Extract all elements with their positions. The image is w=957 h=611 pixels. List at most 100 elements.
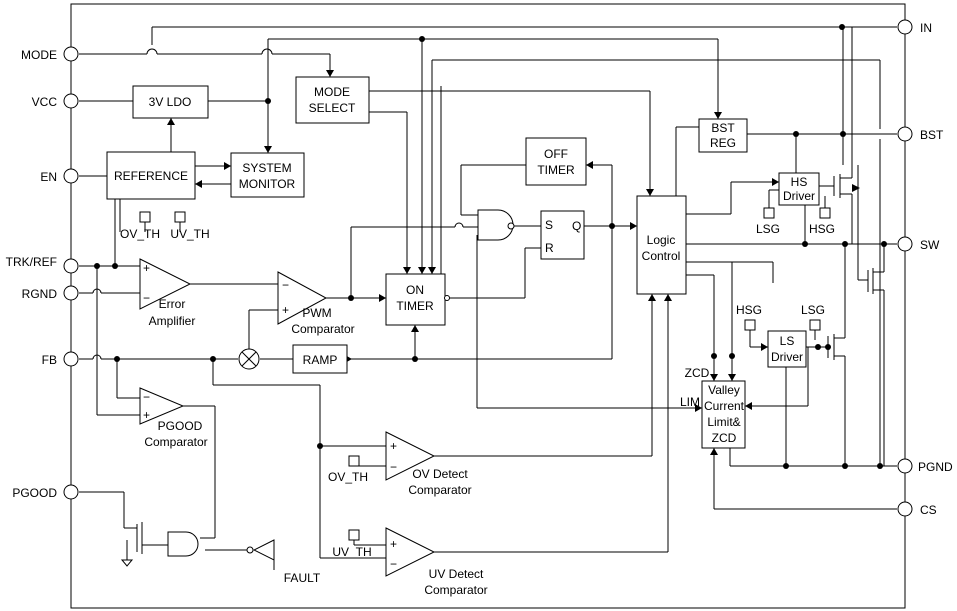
pin-en-label: EN [40, 170, 57, 184]
pin-rgnd-label: RGND [22, 287, 58, 301]
lim-label: LIM [680, 395, 700, 409]
ov-th-cmp-label: OV_TH [328, 470, 368, 484]
system-monitor-label-1: SYSTEM [242, 161, 291, 175]
bst-reg-block: BST REG [698, 118, 748, 153]
reference-block: REFERENCE [106, 151, 196, 200]
hsg-hs-label: HSG [809, 222, 835, 236]
uv-th-cmp-label: UV_TH [332, 545, 371, 559]
ov-label-1: OV Detect [412, 467, 468, 481]
error-amp-label-1: Error [159, 297, 186, 311]
pgood-comparator: − + PGOOD Comparator [139, 387, 208, 449]
latch-s-label: S [545, 218, 553, 232]
on-timer-label-1: ON [406, 283, 424, 297]
ground-symbol [120, 559, 134, 567]
threshold-refs: OV_TH UV_TH OV_TH UV_TH LSG HSG HSG LSG … [120, 207, 835, 559]
system-monitor-label-2: MONITOR [239, 177, 296, 191]
on-timer-label-2: TIMER [396, 299, 434, 313]
lsg-hs-label: LSG [756, 222, 780, 236]
chip-outline [70, 3, 906, 609]
valley-label-1: Valley [708, 383, 740, 397]
junction-dots [94, 24, 887, 469]
pwm-plus: + [282, 303, 289, 317]
pin-vcc-label: VCC [32, 95, 58, 109]
pin-cs [897, 501, 913, 517]
valley-label-4: ZCD [712, 431, 737, 445]
error-amp-plus: + [143, 261, 150, 275]
ldo-block: 3V LDO [132, 85, 209, 119]
ramp-label: RAMP [303, 353, 338, 367]
off-timer-label-1: OFF [544, 147, 568, 161]
and-gate [167, 531, 199, 557]
nand-gate [477, 209, 515, 241]
pgood-label-1: PGOOD [158, 419, 203, 433]
ov-minus: − [390, 460, 397, 474]
pwm-label-1: PWM [302, 306, 331, 320]
pin-mode [63, 46, 79, 62]
pin-bst [897, 126, 913, 142]
hsg-ls-label: HSG [736, 303, 762, 317]
fault-inverter: FAULT [246, 539, 321, 585]
ls-driver-label-1: LS [780, 334, 795, 348]
mode-select-block: MODE SELECT [295, 76, 370, 124]
pin-sw [897, 236, 913, 252]
pin-en [63, 168, 79, 184]
logic-control-label-1: Logic [647, 233, 676, 247]
wires [79, 26, 897, 560]
hs-driver-label-1: HS [791, 175, 808, 189]
uv-th-ref-label: UV_TH [170, 227, 209, 241]
pwm-label-2: Comparator [291, 322, 354, 336]
pin-cs-label: CS [920, 503, 937, 517]
pin-in [897, 19, 913, 35]
pin-sw-label: SW [920, 238, 940, 252]
lsg-ls-label: LSG [801, 303, 825, 317]
error-amplifier: + − Error Amplifier [139, 258, 196, 328]
ov-label-2: Comparator [408, 483, 471, 497]
hs-driver-label-2: Driver [783, 189, 815, 203]
pin-bst-label: BST [920, 128, 944, 142]
error-amp-minus: − [143, 291, 150, 305]
ov-th-ref-label: OV_TH [120, 227, 160, 241]
ramp-block: RAMP [292, 344, 348, 374]
pwm-minus: − [282, 278, 289, 292]
pwm-comparator: − + PWM Comparator [277, 271, 355, 336]
mode-select-label-1: MODE [314, 85, 350, 99]
pin-trk-ref-label: TRK/REF [6, 255, 57, 269]
logic-control-block: Logic Control [636, 195, 687, 295]
pin-fb-label: FB [42, 353, 57, 367]
off-timer-label-2: TIMER [537, 163, 575, 177]
pin-in-label: IN [920, 21, 932, 35]
uv-label-1: UV Detect [429, 567, 484, 581]
pin-trk-ref [63, 258, 79, 274]
valley-label-3: Limit& [707, 415, 740, 429]
pin-rgnd [63, 285, 79, 301]
summing-junction [238, 348, 260, 370]
mode-select-label-2: SELECT [309, 101, 356, 115]
uv-minus: − [390, 557, 397, 571]
reference-label: REFERENCE [114, 169, 188, 183]
ls-driver-block: LS Driver [767, 330, 807, 368]
sr-latch: S R Q [540, 210, 585, 260]
uv-comparator: + − UV Detect Comparator [385, 527, 488, 597]
bst-reg-label-2: REG [710, 136, 736, 150]
zcd-label: ZCD [685, 366, 710, 380]
pin-mode-label: MODE [21, 48, 57, 62]
ov-plus: + [390, 439, 397, 453]
latch-r-label: R [545, 241, 554, 255]
pin-fb [63, 351, 79, 367]
valley-label-2: Current [704, 399, 745, 413]
hs-driver-block: HS Driver [778, 172, 820, 206]
pgood-plus: + [143, 408, 150, 422]
valley-block: Valley Current Limit& ZCD [701, 380, 746, 449]
uv-label-2: Comparator [424, 583, 487, 597]
error-amp-label-2: Amplifier [149, 314, 196, 328]
system-monitor-block: SYSTEM MONITOR [230, 152, 305, 198]
pin-pgood [63, 484, 79, 500]
ov-comparator: + − OV Detect Comparator [385, 431, 472, 497]
pin-pgood-label: PGOOD [12, 486, 57, 500]
ls-driver-label-2: Driver [771, 350, 803, 364]
off-timer-block: OFF TIMER [525, 137, 587, 186]
logic-control-label-2: Control [642, 249, 681, 263]
right-pins: IN BST SW PGND CS [897, 19, 953, 517]
pgood-minus: − [143, 390, 150, 404]
